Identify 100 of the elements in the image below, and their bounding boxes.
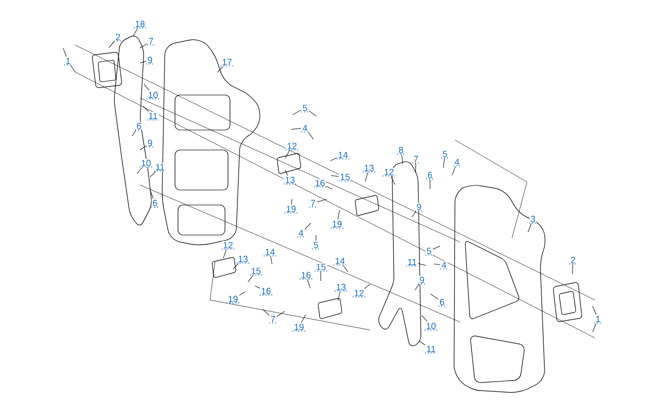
callout-number: 10 xyxy=(424,322,438,330)
callout-number: 11 xyxy=(406,258,418,266)
callout-number: 16 xyxy=(313,178,327,188)
leader-line xyxy=(70,65,76,72)
leader-line xyxy=(430,294,438,300)
leader-line xyxy=(316,199,327,202)
callout-number: 19 xyxy=(330,220,344,228)
callout-number: 2 xyxy=(114,32,122,42)
callout-number: 16 xyxy=(299,270,313,280)
callout-number: 3 xyxy=(528,214,538,224)
leader-line xyxy=(239,292,246,296)
callout-number: 13 xyxy=(334,282,348,292)
callout-number: 6 xyxy=(134,122,144,130)
callout-number: 11 xyxy=(146,112,160,120)
callout-number: 19 xyxy=(292,322,306,332)
leader-line xyxy=(136,167,142,174)
callout-number: 4 xyxy=(452,158,462,166)
leader-line xyxy=(415,163,416,174)
callout-number: 7 xyxy=(308,198,318,208)
leader-line xyxy=(572,264,574,274)
leader-line xyxy=(140,60,146,64)
leader-line xyxy=(144,84,150,91)
leader-line xyxy=(132,28,138,36)
leader-line xyxy=(414,284,420,290)
leader-line xyxy=(338,210,340,220)
leader-line xyxy=(232,263,239,270)
leader-line xyxy=(326,186,333,190)
callout-number: 4 xyxy=(440,260,448,270)
leader-line xyxy=(217,66,224,73)
leader-line xyxy=(307,279,311,289)
callout-number: 14 xyxy=(263,248,277,256)
leader-line xyxy=(320,271,322,282)
callout-number: 4 xyxy=(300,124,310,132)
callout-number: 18 xyxy=(133,20,147,28)
leader-line xyxy=(276,311,285,317)
callout-number: 12 xyxy=(221,240,235,250)
leader-line xyxy=(108,41,115,48)
callout-number: 4 xyxy=(296,228,306,238)
callout-number: 8 xyxy=(396,146,406,154)
callout-number: 10 xyxy=(139,158,153,168)
leader-line xyxy=(284,150,290,158)
leader-line xyxy=(132,130,136,136)
leader-line xyxy=(304,222,312,230)
leader-line xyxy=(419,340,426,346)
callout-number: 9 xyxy=(418,276,426,284)
leader-line xyxy=(140,43,148,48)
leader-line xyxy=(62,48,67,57)
leader-line xyxy=(291,198,292,205)
leader-line xyxy=(142,106,149,112)
callout-number: 16 xyxy=(259,286,273,296)
leader-line xyxy=(412,211,416,218)
callout-number: 2 xyxy=(568,256,578,264)
callout-number: 5 xyxy=(440,150,450,158)
callout-number: 13 xyxy=(236,254,250,264)
leader-line xyxy=(308,132,314,140)
callout-number: 6 xyxy=(426,170,434,180)
callout-number: 15 xyxy=(314,262,328,272)
leader-line xyxy=(150,171,156,178)
leader-line xyxy=(270,256,272,264)
callout-number: 9 xyxy=(146,56,154,64)
leader-line xyxy=(223,249,227,258)
callout-number: 19 xyxy=(226,294,240,304)
leader-line xyxy=(284,170,288,176)
leader-line xyxy=(401,154,404,164)
callout-number: 6 xyxy=(150,198,160,208)
leader-line xyxy=(338,291,340,301)
callout-number: 17 xyxy=(220,58,234,66)
leader-line xyxy=(301,314,306,323)
leader-line xyxy=(308,110,317,116)
leader-line xyxy=(592,306,596,315)
callout-number: 1 xyxy=(594,314,602,324)
leader-line xyxy=(262,309,270,316)
leader-line xyxy=(390,176,396,185)
callout-number: 11 xyxy=(424,344,438,354)
leader-line xyxy=(292,110,302,115)
leader-line xyxy=(422,315,428,322)
callout-number: 5 xyxy=(424,246,434,256)
callout-number: 7 xyxy=(146,36,156,46)
leader-line xyxy=(248,275,254,282)
callout-number: 5 xyxy=(312,240,320,250)
leader-line xyxy=(342,265,348,272)
callout-number: 11 xyxy=(154,162,166,172)
leader-line xyxy=(364,172,368,182)
callout-number: 14 xyxy=(333,256,347,266)
callout-number: 19 xyxy=(284,204,298,214)
callout-number: 1 xyxy=(64,56,72,66)
leader-line xyxy=(330,175,339,177)
callout-number: 13 xyxy=(362,164,376,172)
callout-number: 6 xyxy=(438,298,446,306)
callout-number: 12 xyxy=(382,168,396,176)
callout-number: 9 xyxy=(146,138,154,148)
leader-line xyxy=(254,286,260,288)
callout-number: 10 xyxy=(146,90,160,100)
leader-line xyxy=(290,128,302,130)
callout-number: 5 xyxy=(300,104,310,112)
callout-number: 7 xyxy=(412,154,420,164)
leader-line xyxy=(330,158,337,162)
leader-line xyxy=(364,284,370,289)
leader-line xyxy=(592,323,596,332)
leader-line xyxy=(452,166,456,176)
